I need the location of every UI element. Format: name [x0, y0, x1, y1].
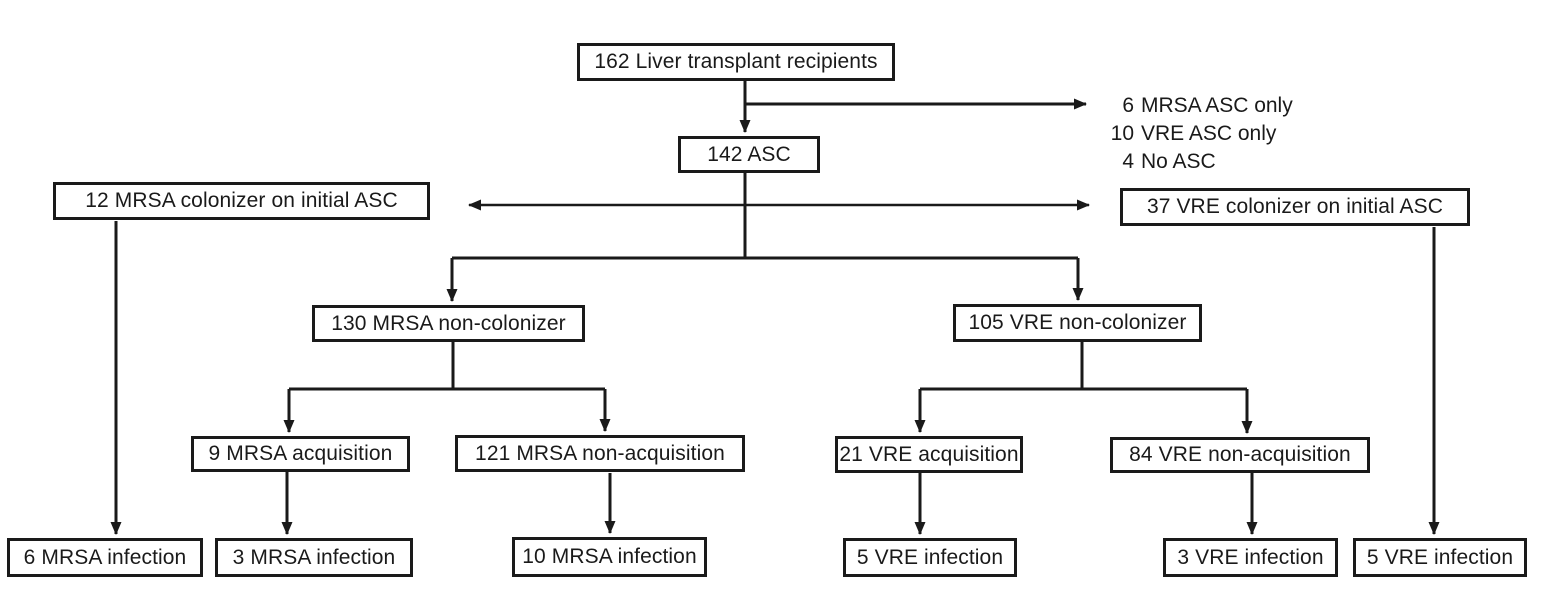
exclusion-label: MRSA ASC only	[1141, 94, 1293, 117]
node-infection-vre-acquisition: 5 VRE infection	[843, 538, 1017, 577]
node-infection-mrsa-acquisition: 3 MRSA infection	[215, 538, 413, 577]
node-infection-mrsa-nonacquisition: 10 MRSA infection	[512, 537, 707, 577]
node-asc: 142 ASC	[678, 136, 820, 173]
node-mrsa-acquisition: 9 MRSA acquisition	[191, 436, 410, 472]
node-vre-acquisition: 21 VRE acquisition	[835, 436, 1023, 473]
exclusion-count: 4	[1122, 150, 1134, 173]
node-infection-vre-nonacquisition: 3 VRE infection	[1163, 538, 1338, 577]
node-mrsa-noncolonizer: 130 MRSA non-colonizer	[312, 305, 585, 342]
node-mrsa-nonacquisition: 121 MRSA non-acquisition	[455, 435, 745, 472]
node-vre-nonacquisition: 84 VRE non-acquisition	[1110, 437, 1370, 473]
exclusion-count: 6	[1122, 94, 1134, 117]
exclusions-annotation: 6 MRSA ASC only 10 VRE ASC only 4 No ASC	[1108, 92, 1293, 176]
node-infection-vre-colonizer: 5 VRE infection	[1353, 538, 1527, 577]
exclusion-line-vre-asc-only: 10 VRE ASC only	[1108, 120, 1293, 148]
node-liver-transplant-recipients: 162 Liver transplant recipients	[577, 43, 895, 81]
node-vre-colonizer: 37 VRE colonizer on initial ASC	[1120, 188, 1470, 226]
exclusion-label: VRE ASC only	[1141, 122, 1277, 145]
exclusion-line-mrsa-asc-only: 6 MRSA ASC only	[1108, 92, 1293, 120]
node-vre-noncolonizer: 105 VRE non-colonizer	[953, 304, 1202, 342]
exclusion-count: 10	[1110, 122, 1134, 145]
exclusion-label: No ASC	[1141, 150, 1216, 173]
exclusion-line-no-asc: 4 No ASC	[1108, 148, 1293, 176]
node-infection-mrsa-colonizer: 6 MRSA infection	[7, 538, 203, 577]
node-mrsa-colonizer: 12 MRSA colonizer on initial ASC	[53, 182, 430, 220]
